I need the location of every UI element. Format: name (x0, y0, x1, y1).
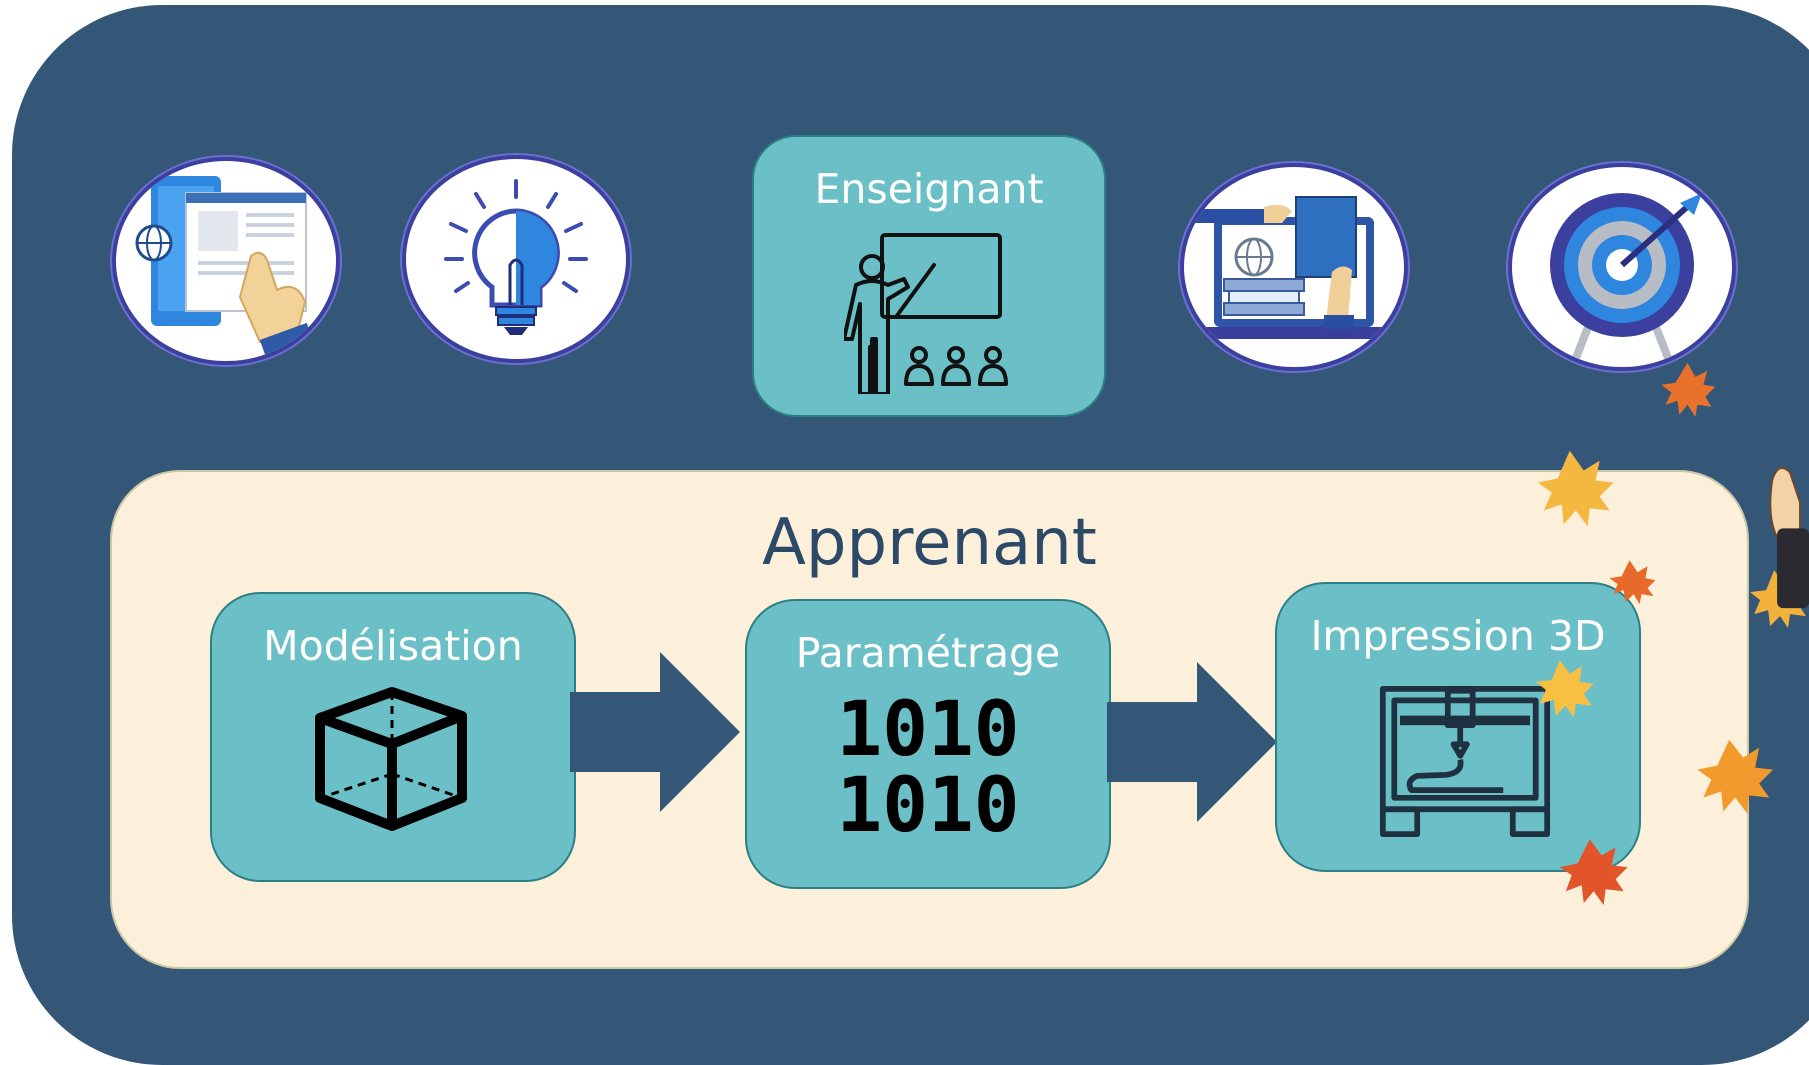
target-icon (1508, 163, 1736, 371)
lightbulb-icon (402, 155, 630, 363)
step-parametrage: Paramétrage 1010 1010 (745, 599, 1111, 889)
arrow-right-icon (570, 652, 740, 812)
step-label-impression-3d: Impression 3D (1310, 612, 1606, 660)
online-library-icon (1180, 163, 1408, 371)
teacher-label: Enseignant (814, 165, 1044, 213)
web-browsing-icon (112, 157, 340, 365)
binary-icon: 1010 1010 (747, 691, 1109, 843)
3d-printer-icon (1379, 686, 1551, 837)
learner-panel: Apprenant Modélisation (110, 470, 1749, 969)
binary-line: 1010 (836, 684, 1020, 773)
step-label-modelisation: Modélisation (263, 622, 523, 670)
cube-icon (315, 687, 467, 831)
teacher-box: Enseignant (752, 135, 1106, 417)
binary-line: 1010 (836, 760, 1020, 849)
arrow-right-icon (1107, 662, 1277, 822)
step-label-parametrage: Paramétrage (795, 629, 1061, 677)
diagram-frame: Enseignant (12, 5, 1809, 1065)
teacher-board-icon (844, 233, 1008, 394)
step-modelisation: Modélisation (210, 592, 576, 882)
step-impression-3d: Impression 3D (1275, 582, 1641, 872)
learner-title: Apprenant (762, 506, 1097, 580)
